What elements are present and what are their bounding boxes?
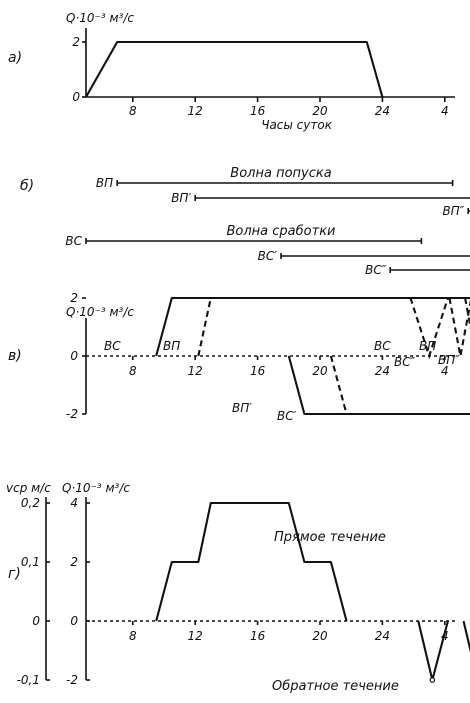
panel-d-x-tick-label: 20 <box>312 629 328 643</box>
panel-c-annotation: ВП <box>419 339 436 353</box>
panel-a-x-tick-label: 20 <box>312 104 328 118</box>
panel-c-series-line <box>329 355 348 415</box>
panel-b-row-label: ВС′ <box>258 249 278 263</box>
panel-c-y-tick-label: 2 <box>70 291 78 305</box>
panel-d-y-tick-label-left: -0,1 <box>17 673 40 687</box>
panel-c-x-tick-label: 20 <box>312 364 328 378</box>
panel-c-annotation: ВС′ <box>277 409 297 423</box>
panel-d-y-tick-label-right: 2 <box>70 555 78 569</box>
panel-d-y-tick-label-right: 4 <box>70 496 78 510</box>
panel-c-x-tick-label: 24 <box>375 364 390 378</box>
panel-b-row-label: ВП <box>96 176 113 190</box>
panel-label-d: г) <box>8 566 21 582</box>
panel-d-x-tick-label: 24 <box>375 629 390 643</box>
panel-d-ylabel-left: vср м/с <box>6 481 51 495</box>
panel-d-y-tick-label-left: 0,2 <box>21 496 40 510</box>
panel-c-x-tick-label: 12 <box>188 364 203 378</box>
panel-a-y-tick-label: 2 <box>72 35 80 49</box>
panel-a-x-tick-label: 16 <box>250 104 266 118</box>
panel-c-series-line <box>287 355 470 416</box>
panel-b-row-label: ВС″ <box>365 263 387 277</box>
panel-a-x-tick-label: 4 <box>441 104 449 118</box>
panel-c-annotation: ВП″ <box>438 353 460 367</box>
panel-c-x-tick-label: 4 <box>441 364 449 378</box>
panel-c-x-tick-label: 8 <box>129 364 137 378</box>
panel-c-y-tick-label: -2 <box>66 407 78 421</box>
panel-label-a: a) <box>8 50 22 66</box>
panel-d-x-tick-label: 8 <box>129 629 137 643</box>
panel-c-series-line <box>464 297 470 330</box>
panel-d-x-tick-label: 12 <box>188 629 203 643</box>
panel-b-caption: Волна попуска <box>230 166 331 181</box>
panel-c-annotation: ВС″ <box>394 355 416 369</box>
panel-c-annotation: ВС <box>104 339 121 353</box>
panel-a-x-tick-label: 12 <box>188 104 203 118</box>
panel-a-ylabel: Q·10⁻³ м³/с <box>66 11 134 25</box>
panel-d-series-line <box>155 501 348 622</box>
panel-d-annotation: Прямое течение <box>274 530 386 545</box>
panel-label-c: в) <box>8 348 22 364</box>
panel-a-xlabel: Часы суток <box>261 118 332 132</box>
panel-c-annotation: ВП′ <box>232 401 252 415</box>
panel-d-y-tick-label-right: 0 <box>70 614 78 628</box>
panel-b-row-label: ВП′ <box>171 191 191 205</box>
panel-d-series-line <box>462 620 470 653</box>
panel-c-ylabel: Q·10⁻³ м³/с <box>66 305 134 319</box>
panel-a-x-tick-label: 8 <box>129 104 137 118</box>
panel-c-series-line <box>409 297 449 360</box>
panel-c-y-tick-label: 0 <box>70 349 78 363</box>
panel-d-y-tick-label-right: -2 <box>66 673 78 687</box>
panel-b-row-label: ВС <box>65 234 82 248</box>
panel-d-y-tick-label-left: 0 <box>32 614 40 628</box>
panel-d-x-tick-label: 16 <box>250 629 266 643</box>
panel-c-annotation: ВП <box>163 339 180 353</box>
panel-label-b: б) <box>20 178 34 194</box>
panel-b-caption: Волна сработки <box>227 224 336 239</box>
panel-a-series-line <box>85 40 384 98</box>
panel-c-series-line <box>197 297 212 357</box>
panel-d-minimum-marker <box>429 677 436 683</box>
panel-d-y-tick-label-left: 0,1 <box>21 555 40 569</box>
panel-a-x-tick-label: 24 <box>375 104 390 118</box>
panel-c-series-line <box>155 296 470 357</box>
panel-b-row-label: ВП″ <box>442 204 464 218</box>
panel-d-annotation: Обратное течение <box>272 679 399 694</box>
panel-d-ylabel-right: Q·10⁻³ м³/с <box>62 481 130 495</box>
panel-c-annotation: ВС <box>374 339 391 353</box>
panel-c-x-tick-label: 16 <box>250 364 266 378</box>
panel-c-series-line <box>448 297 470 357</box>
panel-a-y-tick-label: 0 <box>72 90 80 104</box>
